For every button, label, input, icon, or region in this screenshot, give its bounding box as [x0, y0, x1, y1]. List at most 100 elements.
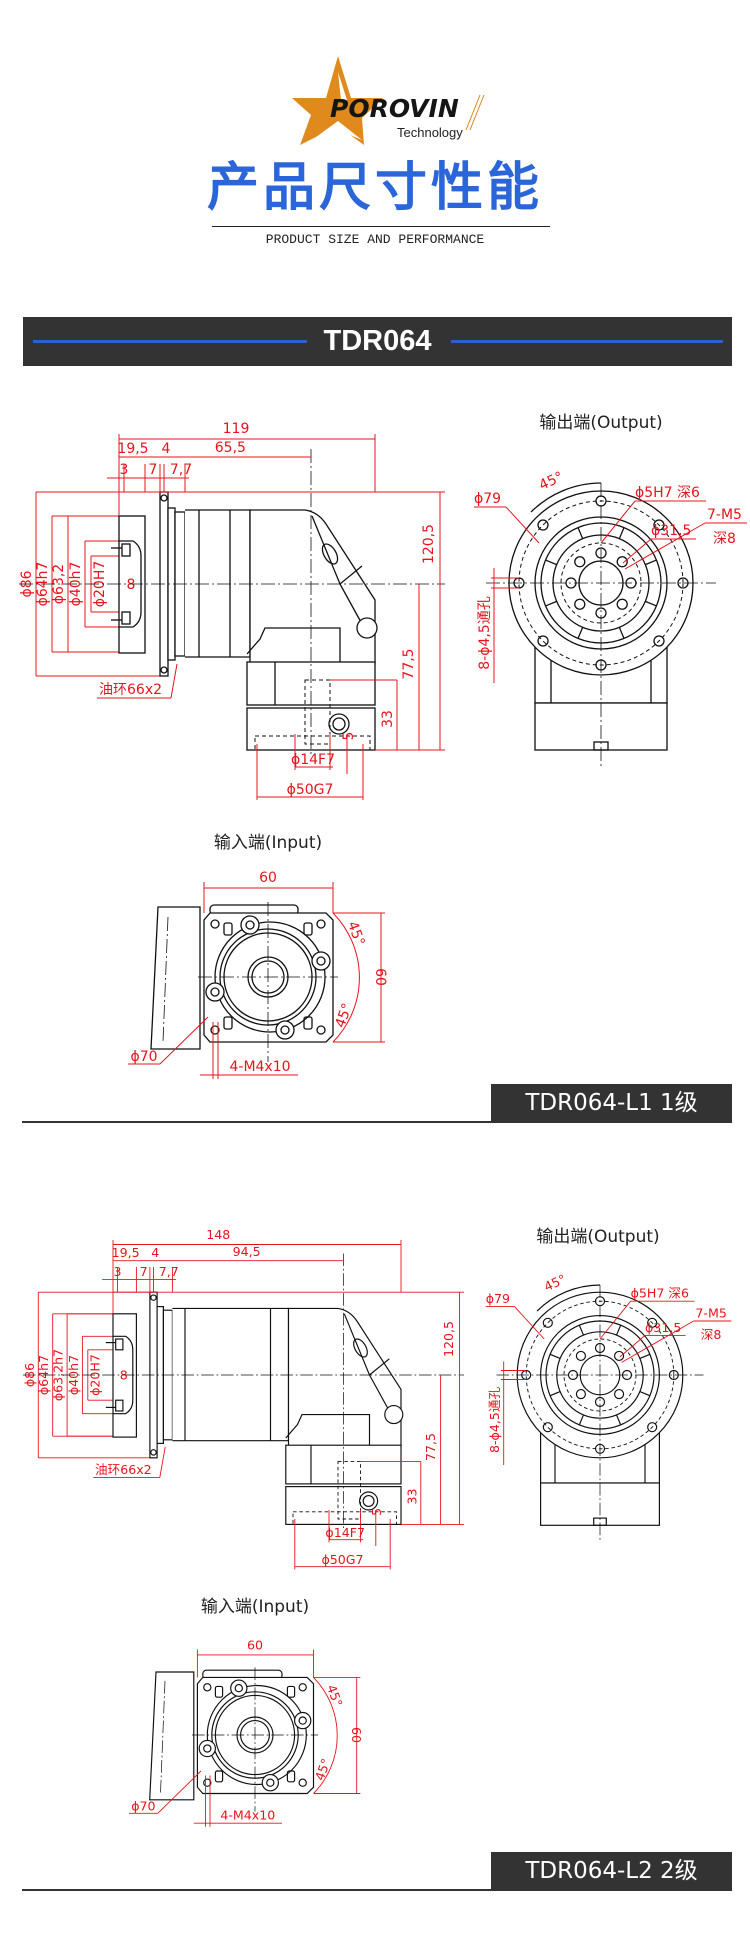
dim-label-hole: ϕ5H7 深6	[635, 485, 700, 501]
input-adapter	[150, 906, 201, 1050]
cap-bolt	[121, 611, 131, 625]
logo-stripes	[465, 94, 485, 131]
dim-label-overall: 148	[206, 1227, 230, 1242]
line	[505, 506, 540, 544]
grease-nipple	[328, 713, 350, 735]
mount-boss	[275, 1020, 295, 1040]
mount-boss	[261, 1774, 279, 1792]
mount-boss	[205, 982, 225, 1002]
through-hole	[647, 1422, 658, 1433]
through-hole	[542, 1422, 553, 1433]
shaft-bore	[337, 1460, 361, 1520]
dim-label-pcd79: ϕ79	[474, 491, 501, 507]
page-subtitle: PRODUCT SIZE AND PERFORMANCE	[265, 232, 485, 247]
dim-label-height: 60	[349, 1727, 364, 1743]
line	[577, 627, 584, 639]
thread-hole	[574, 598, 586, 610]
dimension-label: 33	[404, 1488, 419, 1504]
line	[157, 1770, 202, 1814]
through-hole	[537, 635, 549, 647]
dim-label-depth: 深8	[713, 531, 736, 547]
mount-boss	[294, 1711, 312, 1730]
logo-star-highlight	[312, 121, 362, 140]
output-face	[112, 1313, 137, 1438]
grease-nipple	[359, 1491, 379, 1511]
dim-label-pcd: ϕ31,5	[651, 523, 691, 539]
line	[545, 559, 557, 566]
line	[621, 1320, 694, 1363]
input-flange	[196, 1676, 315, 1795]
circle	[203, 1744, 212, 1753]
thread-hole	[575, 1350, 586, 1361]
dim-label-width: 60	[247, 1638, 263, 1653]
housing-tube	[185, 509, 251, 658]
line	[645, 559, 657, 566]
dim-label-pcd: ϕ31,5	[645, 1320, 681, 1335]
dimension-label: 19,5	[112, 1245, 140, 1260]
dimension-label: 5	[369, 1508, 384, 1516]
page-title: 产品尺寸性能	[206, 158, 543, 218]
mount-boss	[198, 1739, 216, 1758]
line	[514, 1306, 545, 1340]
title-divider	[212, 226, 550, 227]
angle-housing	[287, 1307, 402, 1448]
mount-boss	[311, 951, 331, 971]
line	[545, 600, 557, 607]
dim-label-pcd79: ϕ79	[486, 1291, 510, 1306]
cutout	[286, 1770, 296, 1783]
line	[549, 1353, 561, 1360]
dim-label-partial: 94,5	[233, 1244, 261, 1259]
cutout	[286, 1685, 296, 1698]
circle	[150, 1449, 157, 1456]
corner-hole	[298, 1683, 307, 1692]
output-view-title: 输出端(Output)	[539, 413, 662, 433]
line	[162, 916, 169, 1043]
dim-label-angle: 45°	[344, 919, 368, 948]
plug	[356, 617, 378, 639]
dim-label-shaft: ϕ14F7	[325, 1525, 365, 1540]
dimension-label: 4	[162, 441, 171, 457]
circle	[280, 1025, 290, 1035]
dim-label-phi70: ϕ70	[130, 1049, 157, 1065]
outline	[536, 1284, 601, 1312]
circle	[316, 956, 326, 966]
line	[599, 1300, 631, 1340]
cutout	[303, 1016, 313, 1030]
corner-hole	[203, 1778, 212, 1787]
dimension-label: 7	[140, 1264, 148, 1279]
line	[639, 1390, 651, 1397]
circle	[160, 494, 168, 502]
dim-label-through: 8-ϕ4,5通孔	[477, 596, 493, 669]
dim-label-thread: 7-M5	[695, 1305, 726, 1320]
oil-port	[353, 1338, 368, 1358]
dimension-label: 7,7	[159, 1264, 179, 1279]
thread-hole	[575, 1389, 586, 1400]
dimension-label: 3	[120, 462, 129, 478]
input-flange	[203, 912, 334, 1043]
logo-wordmark: POROVIN	[330, 94, 459, 123]
dim-label-angle: 45°	[324, 1683, 346, 1709]
dim-label-key: 8	[127, 577, 136, 593]
plug	[384, 1405, 404, 1425]
thread-hole	[574, 556, 586, 568]
line	[578, 1324, 585, 1336]
cap-bolt	[121, 543, 131, 557]
line	[622, 538, 652, 564]
circle	[210, 987, 220, 997]
circle	[234, 1684, 243, 1693]
line	[615, 1324, 622, 1336]
outline	[332, 912, 360, 1043]
cutout	[214, 1770, 224, 1783]
dim-label-screws: 4-M4x10	[229, 1059, 290, 1075]
bar-accent-left	[33, 340, 307, 343]
outline	[246, 627, 341, 664]
line	[170, 663, 178, 699]
line	[549, 1390, 561, 1397]
section-divider	[22, 1121, 492, 1123]
angle-housing	[249, 509, 376, 665]
dimension-label: 77,5	[423, 1433, 438, 1461]
